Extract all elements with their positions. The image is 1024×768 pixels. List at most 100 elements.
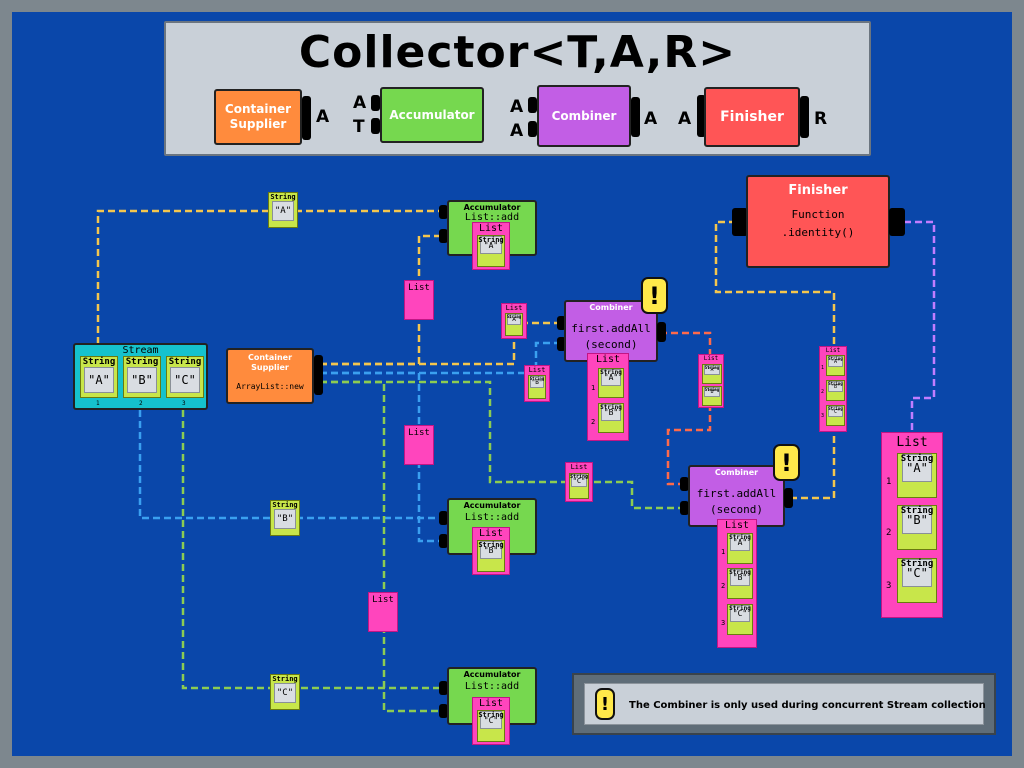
wire-a (96, 209, 442, 344)
wire-b (138, 410, 442, 520)
list-index: 3 (821, 413, 825, 419)
wire-combine (660, 331, 712, 486)
list-index: 3 (886, 581, 892, 591)
list-item: String "B" (528, 375, 546, 399)
combiner-code-line-2: (second) (584, 338, 638, 351)
string-label: String (82, 357, 116, 367)
legend-combiner-in-1: A (510, 97, 524, 117)
wire-list-c: List String "C" (565, 462, 593, 502)
legend-finisher-label: Finisher (720, 108, 784, 125)
list-item: String "B" (826, 380, 845, 401)
string-value: "B" (480, 541, 502, 559)
finisher-out-port-icon (800, 96, 809, 138)
list-index: 1 (886, 477, 892, 487)
stream-item: String "C" (166, 356, 204, 398)
wire-empty-list: List (404, 280, 434, 320)
accumulator-port-icon (439, 229, 448, 243)
string-label: String (828, 381, 843, 386)
wire-list-ab: List String "A" String "B" (698, 354, 724, 408)
stream-item: String "B" (123, 356, 161, 398)
string-value: "A" (601, 369, 621, 386)
string-label: String (478, 711, 504, 719)
string-value: "A" (704, 365, 720, 375)
list-label: List (478, 223, 504, 234)
list-label: List (703, 355, 719, 362)
list-index: 1 (721, 548, 726, 556)
legend-accumulator-in-1: A (353, 93, 367, 113)
result-list: List 1 2 3 String "A" String "B" String … (881, 432, 943, 618)
combiner-out-port-icon (657, 322, 666, 342)
legend-accumulator: Accumulator (380, 87, 484, 143)
stream-node: Stream String "A" String "B" String "C" … (73, 343, 208, 410)
string-label: String (729, 605, 751, 612)
legend-accumulator-in-2: T (353, 117, 365, 137)
string-label: String (900, 454, 934, 464)
list-item: String "A" (598, 368, 624, 398)
accumulator-port-2-icon (371, 118, 380, 134)
string-label: String (168, 357, 202, 367)
combiner-out-port-icon (631, 97, 640, 137)
list-item: String "A" (826, 355, 845, 376)
list-item: String "A" (897, 453, 937, 498)
warning-glyph: ! (781, 448, 792, 477)
string-value: "A" (480, 236, 502, 254)
wire-supplier-list-c (320, 380, 682, 510)
list-item: String "C" (727, 604, 753, 635)
accumulator-title: Accumulator (463, 670, 521, 679)
string-label: String (704, 387, 720, 392)
wire-empty-list: List (404, 425, 434, 465)
finisher-node: Finisher Function .identity() (746, 175, 890, 268)
wire-supplier-c (320, 380, 442, 713)
accumulator-port-icon (439, 534, 448, 548)
finisher-code-line-1: Function (791, 208, 845, 221)
list-item: String "A" (505, 313, 523, 336)
legend-accumulator-label: Accumulator (389, 107, 475, 122)
combiner-2-list: List 1 2 3 String "A" String "B" String … (717, 519, 757, 648)
string-value: "B" (704, 387, 720, 397)
page-title: Collector<T,A,R> (298, 27, 737, 78)
finisher-in-port-icon (697, 95, 706, 137)
wire-combined (714, 220, 836, 500)
warning-icon: ! (641, 277, 668, 314)
legend-container-supplier-label: Container Supplier (224, 102, 292, 131)
legend-combiner-label: Combiner (551, 108, 617, 123)
combiner-code-line-2: (second) (710, 503, 763, 516)
stream-index: 1 (96, 400, 100, 407)
string-label: String (729, 534, 751, 541)
string-label: String (600, 369, 622, 376)
warning-glyph: ! (649, 281, 660, 310)
accumulator-port-1-icon (371, 95, 380, 111)
stream-index: 2 (139, 400, 143, 407)
list-index: 1 (591, 384, 596, 392)
string-value: "C" (902, 559, 932, 587)
warning-icon: ! (595, 688, 615, 720)
accumulator-list-c: List String "C" (472, 697, 510, 745)
list-index: 2 (886, 528, 892, 538)
combiner-title: Combiner (589, 303, 633, 312)
combiner-title: Combiner (714, 468, 759, 477)
list-index: 3 (721, 619, 726, 627)
string-label: String (900, 559, 934, 569)
legend-combiner-out: A (644, 109, 658, 129)
string-value: "C" (274, 683, 296, 703)
list-label: List (570, 463, 588, 471)
string-value: "C" (828, 406, 843, 417)
wire-finish (904, 220, 936, 432)
accumulator-title: Accumulator (463, 501, 521, 510)
combiner-port-icon (557, 337, 566, 351)
string-value: "B" (127, 367, 157, 393)
supplier-port-icon (314, 355, 323, 395)
list-item: String "C" (897, 558, 937, 603)
wire-supplier-list-a (320, 321, 560, 366)
combiner-port-icon (680, 477, 689, 491)
list-label: List (372, 595, 394, 605)
string-value: "A" (272, 201, 294, 221)
legend-combiner-in-2: A (510, 121, 524, 141)
string-value: "B" (601, 404, 621, 421)
string-label: String (478, 541, 504, 549)
string-label: String (478, 236, 504, 244)
string-label: String (272, 675, 298, 683)
list-item: String "C" (569, 473, 589, 499)
string-label: String (570, 474, 589, 480)
